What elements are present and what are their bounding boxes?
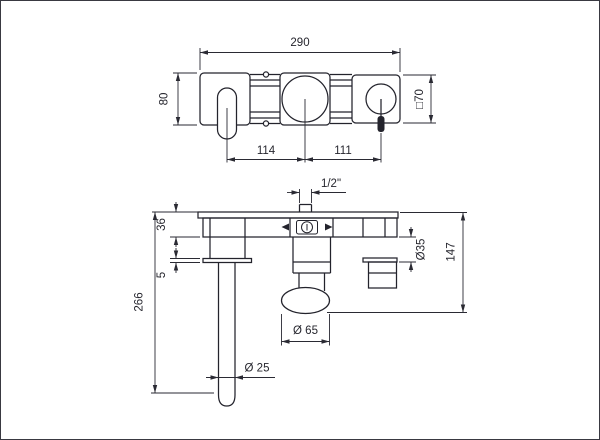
- dim-label-o25: Ø 25: [245, 363, 270, 375]
- dim-label-290: 290: [290, 37, 309, 49]
- dim-label-111: 111: [334, 145, 351, 157]
- dim-label-half-inch: 1/2": [321, 178, 341, 190]
- valve-port-icon: [301, 221, 313, 234]
- body-section: [202, 217, 398, 238]
- dim-label-147: 147: [446, 242, 458, 261]
- screw-top-icon: [262, 71, 270, 78]
- dim-handle-diameter: Ø35: [399, 227, 428, 272]
- dim-total-depth: 147: [327, 212, 467, 313]
- side-view: 1/2" 36 5 266: [134, 178, 467, 407]
- dim-flange-thickness: 5: [156, 248, 200, 278]
- dim-right-square: □70: [403, 74, 436, 124]
- dim-total-width: 290: [199, 37, 401, 72]
- dim-label-80: 80: [159, 93, 171, 106]
- flow-arrow-right-icon: [325, 223, 333, 231]
- front-view-geometry: [199, 71, 401, 140]
- dim-plate-depth: 36: [152, 202, 200, 247]
- dim-left-height: 80: [159, 72, 197, 126]
- right-plate: [351, 74, 401, 124]
- dim-knob-diameter: Ø 65: [281, 314, 330, 346]
- front-view: 290 80 □70: [159, 37, 436, 163]
- dim-label-sq70: □70: [414, 89, 426, 109]
- valve-body: [296, 220, 318, 235]
- screw-bottom-icon: [262, 120, 270, 127]
- handle-lever-front: [377, 116, 385, 132]
- dim-spout-diameter: Ø 25: [206, 363, 275, 380]
- spout-tip: [217, 394, 236, 407]
- dim-label-o35: Ø35: [416, 239, 428, 261]
- handle-lever-side: [367, 261, 398, 289]
- wall-plate: [197, 211, 399, 219]
- knob-side: [280, 286, 331, 315]
- dim-label-o65: Ø 65: [293, 325, 318, 337]
- dim-label-114: 114: [257, 145, 276, 157]
- dim-thread: 1/2": [287, 178, 346, 203]
- dim-label-266: 266: [134, 292, 146, 311]
- dim-label-36: 36: [156, 218, 168, 231]
- side-view-geometry: [197, 203, 399, 407]
- dim-spacings: 114 111: [226, 99, 382, 163]
- flow-arrow-left-icon: [281, 223, 289, 231]
- spout-flange: [202, 257, 253, 264]
- dim-spout-reach: 266: [134, 212, 214, 394]
- dim-label-5: 5: [156, 272, 168, 278]
